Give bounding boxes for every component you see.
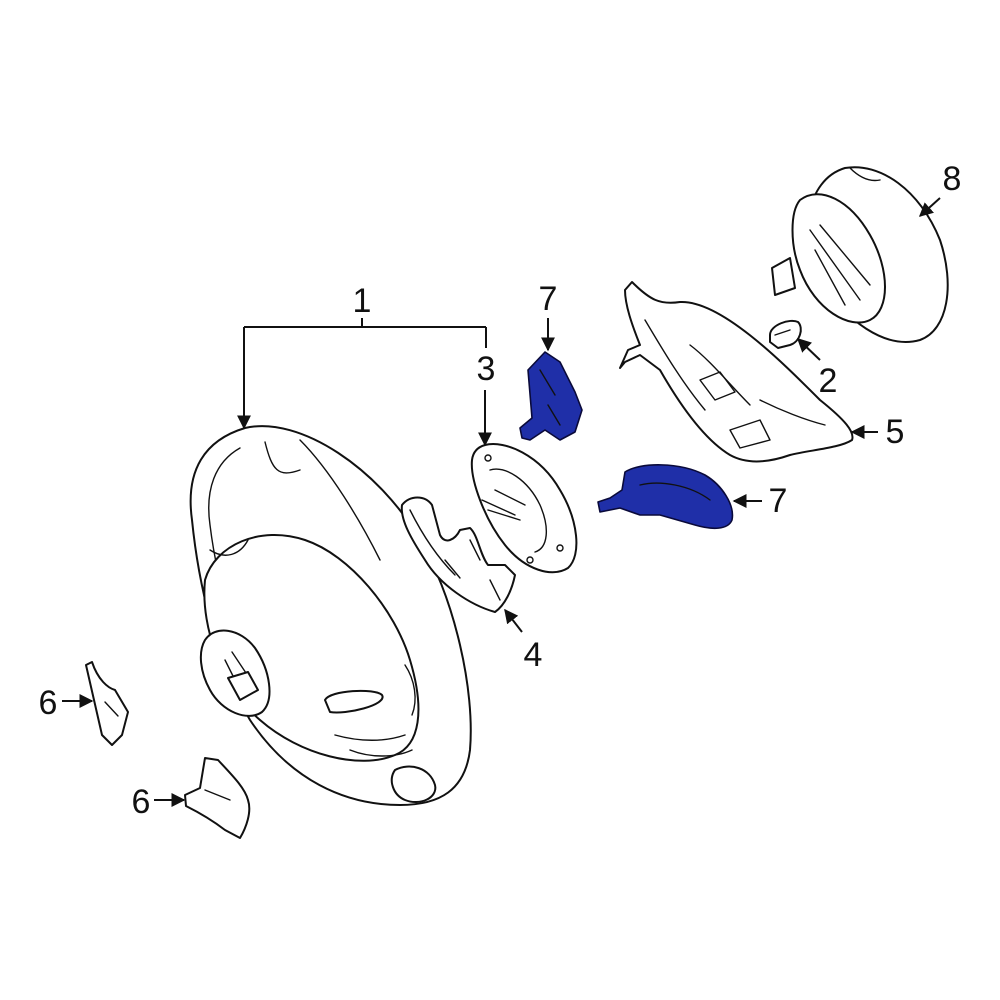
callout-4: 4 [504,608,543,674]
part-clip-upper[interactable] [85,661,129,746]
callout-7-upper: 7 [539,280,558,352]
part-screw[interactable] [769,319,802,349]
part-airbag-module[interactable] [771,166,949,343]
part-lower-trim[interactable] [619,281,854,463]
part-switch-lower[interactable] [597,464,734,530]
callout-7-lower: 7 [732,482,788,520]
part-steering-wheel[interactable] [189,425,472,806]
callout-2: 2 [796,338,838,400]
callout-label: 6 [132,783,151,821]
callout-5: 5 [850,413,905,451]
callout-label: 1 [353,282,372,320]
part-back-cover-plate[interactable] [470,443,578,574]
callout-6-lower: 6 [132,783,186,821]
callout-8: 8 [918,160,962,217]
callout-label: 4 [524,636,543,674]
callout-label: 2 [819,362,838,400]
callout-6-upper: 6 [39,684,94,722]
callout-label: 5 [886,413,905,451]
callout-label: 6 [39,684,58,722]
part-bracket[interactable] [400,496,516,613]
callout-label: 8 [943,160,962,198]
callout-1: 1 [237,282,487,430]
callout-label: 7 [769,482,788,520]
callout-label: 3 [477,350,496,388]
callout-3: 3 [477,350,496,447]
callout-label: 7 [539,280,558,318]
part-switch-upper[interactable] [519,351,583,441]
part-clip-lower[interactable] [184,757,251,839]
